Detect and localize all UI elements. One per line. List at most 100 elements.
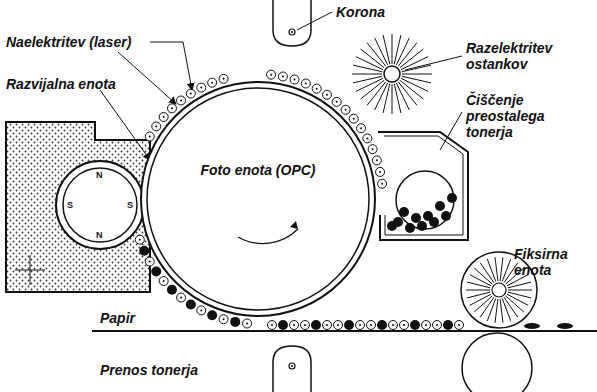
toner-dot <box>326 324 328 326</box>
ray-line <box>466 290 490 291</box>
toner-dot <box>197 83 206 92</box>
ray-line <box>375 38 388 65</box>
ray-line <box>352 74 382 75</box>
ray-line <box>353 65 382 72</box>
ray-line <box>392 34 393 64</box>
toner-dot <box>290 75 299 84</box>
toner-dot <box>267 70 276 79</box>
toner-dot <box>177 293 186 302</box>
paper-sheet <box>92 330 597 332</box>
toner-dot <box>436 324 438 326</box>
toner-dot <box>190 93 192 95</box>
ray-line <box>467 282 490 288</box>
ray-line <box>402 65 431 72</box>
toner-dot <box>159 277 168 286</box>
toner-dot <box>219 74 228 83</box>
toner-dot <box>219 315 228 324</box>
magnet-pole: S <box>127 200 133 210</box>
ray-line <box>392 84 393 114</box>
toner-dot <box>441 211 451 221</box>
rotation-arrow <box>238 229 298 244</box>
toner-dot <box>139 239 141 241</box>
ray-line <box>487 298 496 320</box>
toner-dot <box>145 132 154 141</box>
toner-dot <box>372 156 381 165</box>
toner-dot <box>345 109 347 111</box>
toner-dot <box>301 79 310 88</box>
cleaning-unit <box>378 132 468 240</box>
toner-dot <box>180 99 182 101</box>
toner-dot <box>246 323 248 325</box>
part-label: Naelektritev (laser) <box>6 34 131 50</box>
toner-dot <box>376 167 385 176</box>
ray-line <box>396 83 409 110</box>
ray-line <box>353 76 382 83</box>
toner-dot <box>323 321 332 330</box>
toner-dot <box>458 324 460 326</box>
part-label: Razvijalna enota <box>6 76 116 92</box>
toner-dot <box>377 320 387 330</box>
toner-dot <box>381 183 383 185</box>
toner-dot <box>455 321 464 330</box>
toner-dot <box>344 320 354 330</box>
toner-dot <box>186 89 195 98</box>
ray-line <box>508 290 532 291</box>
toner-dot <box>200 87 202 89</box>
discharge-lamp <box>352 34 432 114</box>
ray-line <box>495 299 498 323</box>
ray-line <box>495 257 498 281</box>
ray-line <box>480 263 494 283</box>
drum-inner <box>147 88 369 310</box>
toner-dot <box>149 261 151 263</box>
toner-dot <box>341 105 350 114</box>
toner-dot <box>282 76 284 78</box>
toner-dot <box>322 90 331 99</box>
ray-line <box>383 35 390 64</box>
toner-dot <box>163 116 165 118</box>
toner-dot <box>357 124 366 133</box>
toner-dot <box>367 321 376 330</box>
toner-dot <box>163 280 165 282</box>
toner-dot <box>186 299 196 309</box>
corona-unit <box>273 0 311 46</box>
drum-outline <box>133 74 383 324</box>
toner-dot <box>293 324 295 326</box>
toner-dot <box>145 257 154 266</box>
toner-dot <box>167 104 176 113</box>
toner-dot <box>167 285 177 295</box>
toner-dot <box>349 114 358 123</box>
developer-unit <box>6 122 150 292</box>
ray-line <box>502 298 511 320</box>
toner-dot <box>294 78 296 80</box>
toner-dot <box>211 82 213 84</box>
ray-line <box>402 74 432 75</box>
toner-dot <box>243 319 252 328</box>
toner-dot <box>200 309 202 311</box>
toner-dot <box>435 201 445 211</box>
ray-line <box>394 84 401 113</box>
magnet-pole: N <box>96 230 103 240</box>
toner-dot <box>368 145 377 154</box>
ray-line <box>502 259 511 281</box>
toner-dot <box>311 320 321 330</box>
toner-dot <box>230 317 240 327</box>
toner-dot <box>278 320 288 330</box>
ray-line <box>470 294 491 305</box>
ray-line <box>356 78 383 91</box>
toner-dot <box>417 221 427 231</box>
toner-dot <box>332 97 341 106</box>
ray-line <box>361 49 384 68</box>
toner-dot <box>433 321 442 330</box>
toner-dot <box>223 78 225 80</box>
toner-dot <box>155 125 157 127</box>
magnet-pole: N <box>96 170 103 180</box>
toner-dot <box>223 318 225 320</box>
toner-dot <box>378 179 387 188</box>
ray-line <box>467 292 490 298</box>
toner-dot <box>151 267 161 277</box>
part-label: Razelektritev ostankov <box>466 40 576 72</box>
toner-dot <box>425 324 427 326</box>
toner-dot <box>180 297 182 299</box>
toner-dot <box>171 107 173 109</box>
toner-dot <box>149 136 151 138</box>
